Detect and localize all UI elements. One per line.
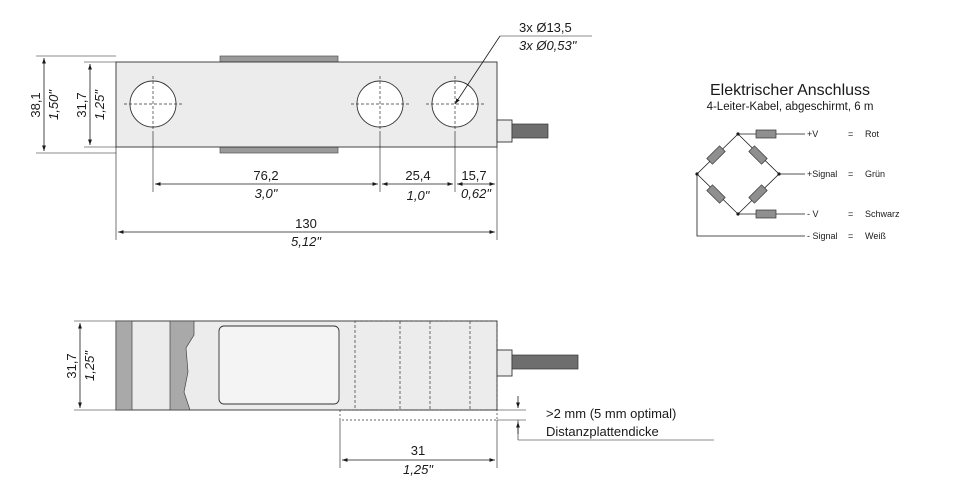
dim-c-in: 0,62" [461,186,492,201]
length-in: 5,12" [291,234,322,249]
dim-b-in: 1,0" [407,188,431,203]
gap-name: Distanzplattendicke [546,424,659,439]
wiring-diagram: Elektrischer Anschluss 4-Leiter-Kabel, a… [695,82,900,241]
resistor-4 [748,184,768,204]
resistor-1 [706,145,726,165]
cable-side [511,354,579,370]
cable-top [511,123,549,139]
color-plus-signal: Grün [865,169,885,179]
cable-gland-top [496,119,513,143]
wiring-subtitle: 4-Leiter-Kabel, abgeschirmt, 6 m [707,101,874,113]
top-pad-upper [219,55,339,63]
signal-plus-signal: +Signal [807,169,837,179]
dim-c-mm: 15,7 [461,168,486,183]
wire-resistor-minus-v [755,209,777,219]
eq-minus-v: = [848,209,853,219]
side-end-block [115,320,133,411]
signal-minus-v: - V [807,209,819,219]
eq-plus-v: = [848,129,853,139]
top-pad-lower [219,146,339,154]
color-minus-signal: Weiß [865,231,886,241]
cable-gland-side [496,349,513,377]
dim-b-mm: 25,4 [405,168,430,183]
side-cut-section [169,320,195,411]
dim-a-mm: 76,2 [253,168,278,183]
wire-resistor-plus-v [755,129,777,139]
signal-minus-signal: - Signal [807,231,838,241]
holes-label-in: 3x Ø0,53" [519,38,578,53]
resistor-2 [748,145,768,165]
wiring-title: Elektrischer Anschluss [710,82,870,99]
side-width-mm: 31 [411,443,425,458]
top-height-mm: 38,1 [28,92,43,117]
resistor-3 [706,184,726,204]
top-height-in: 1,50" [46,89,61,120]
eq-plus-signal: = [848,169,853,179]
top-inner-height-mm: 31,7 [74,92,89,117]
top-inner-height-in: 1,25" [92,89,107,120]
label-plate [218,325,340,405]
eq-minus-signal: = [848,231,853,241]
bridge-outline [696,133,780,215]
holes-label-mm: 3x Ø13,5 [519,20,572,35]
color-plus-v: Rot [865,129,880,139]
spacer-plate [339,409,498,421]
dim-a-in: 3,0" [255,186,279,201]
side-height-mm: 31,7 [64,353,79,378]
signal-plus-v: +V [807,129,818,139]
length-mm: 130 [295,216,317,231]
gap-label: >2 mm (5 mm optimal) [546,406,676,421]
side-view: 31,7 1,25" >2 mm (5 mm optimal) Distanzp… [64,320,714,477]
side-height-in: 1,25" [82,350,97,381]
side-width-in: 1,25" [403,462,434,477]
top-view: 38,1 1,50" 31,7 1,25" 3x Ø13,5 3x Ø0,53"… [28,20,592,249]
color-minus-v: Schwarz [865,209,900,219]
